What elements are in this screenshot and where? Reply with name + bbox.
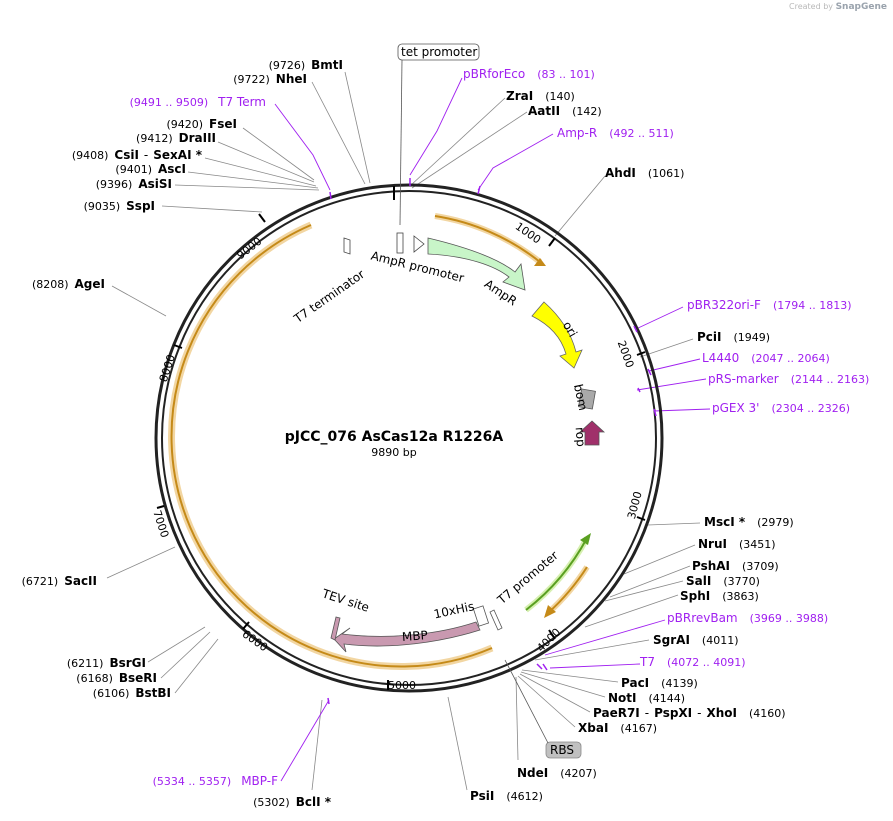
rbs-box: RBS [504,659,582,759]
site-psii: PsiI(4612) [470,789,543,803]
site-sspi: (9035)SspI [84,199,155,213]
label-rop: rop [573,427,588,448]
site-sphi: SphI(3863) [680,589,759,603]
plasmid-name: pJCC_076 AsCas12a R1226A [285,429,504,445]
site-zrai: ZraI(140) [506,89,575,103]
primer-pbr322ori-f: pBR322ori-F(1794 .. 1813) [687,298,852,312]
site-fsei: (9420)FseI [166,117,237,131]
site-bcli: (5302)BclI * [253,795,332,809]
primer-amp-r: Amp-R(492 .. 511) [557,126,674,140]
site-paci: PacI(4139) [621,676,698,690]
label-t7-promoter: T7 promoter [494,548,561,607]
tick-label-8000: 8000 [157,353,178,384]
orf-arcs [168,213,591,670]
site-agei: (8208)AgeI [32,277,105,291]
site-msci: MscI *(2979) [704,515,794,529]
restriction-sites: (9726)BmtI (9722)NheI (9420)FseI (9412)D… [22,58,794,809]
site-nrui: NruI(3451) [698,537,776,551]
site-sali: SalI(3770) [686,574,760,588]
rbs-label: RBS [550,743,574,757]
primer-labels: pBRforEco(83 .. 101) Amp-R(492 .. 511) (… [130,67,870,788]
site-ndei: NdeI(4207) [517,766,597,780]
tet-promoter-box: tet promoter [397,43,480,226]
tet-promoter-label: tet promoter [401,45,477,59]
site-aatii: AatII(142) [528,104,602,118]
primer-t7: T7(4072 .. 4091) [639,655,746,669]
primer-leader-lines [274,77,711,782]
primer-markers [327,178,657,705]
label-10xhis: 10xHis [432,599,475,621]
tick-label-3000: 3000 [625,490,645,520]
site-draiii: (9412)DraIII [136,131,216,145]
snapgene-logo: SnapGene [835,2,887,12]
label-ori: ori [560,319,580,340]
tick-label-1000: 1000 [513,220,543,247]
site-nhei: (9722)NheI [233,72,307,86]
site-pshai: PshAI(3709) [692,559,779,573]
label-bom: bom [571,383,590,412]
site-pcii: PciI(1949) [697,330,770,344]
site-noti: NotI(4144) [608,691,685,705]
primer-l4440: L4440(2047 .. 2064) [702,351,830,365]
tick-label-5000: 5000 [388,679,416,692]
plasmid-size: 9890 bp [371,446,416,459]
site-csii-sexai: (9408)CsiI-SexAI * [72,148,203,162]
label-t7-terminator: T7 terminator [291,267,368,326]
backbone-inner [161,190,657,686]
site-bseri: (6168)BseRI [76,671,157,685]
leader-lines [106,71,701,791]
tick-label-2000: 2000 [615,339,637,370]
site-asisi: (9396)AsiSI [96,177,172,191]
label-tev-site: TEV site [319,586,371,615]
label-mbp: MBP [401,628,428,644]
primer-prs-marker: pRS-marker(2144 .. 2163) [708,372,869,386]
primer-pbrrevbam: pBRrevBam(3969 .. 3988) [667,611,828,625]
primer-mbp-f: (5334 .. 5357)MBP-F [153,774,278,788]
primer-t7-term: (9491 .. 9509)T7 Term [130,95,266,109]
credit-prefix: Created by [789,2,834,11]
site-asci: (9401)AscI [115,162,186,176]
site-sacii: (6721)SacII [22,574,97,588]
backbone-outer [154,183,664,693]
primer-pbrforeco: pBRforEco(83 .. 101) [463,67,595,81]
site-sgrai: SgrAI(4011) [653,633,738,647]
primer-pgex-3: pGEX 3'(2304 .. 2326) [712,401,850,415]
feature-shapes [330,232,606,653]
site-xbai: XbaI(4167) [578,721,657,735]
site-ahdi: AhdI(1061) [605,166,684,180]
site-bsrgi: (6211)BsrGI [67,656,146,670]
site-bmti: (9726)BmtI [269,58,343,72]
site-paer7i-pspxi-xhoi: PaeR7I-PspXI-XhoI(4160) [593,706,786,720]
site-bstbi: (6106)BstBI [93,686,171,700]
tick-marks [156,213,646,690]
snapgene-credit: Created by SnapGene [789,2,887,12]
